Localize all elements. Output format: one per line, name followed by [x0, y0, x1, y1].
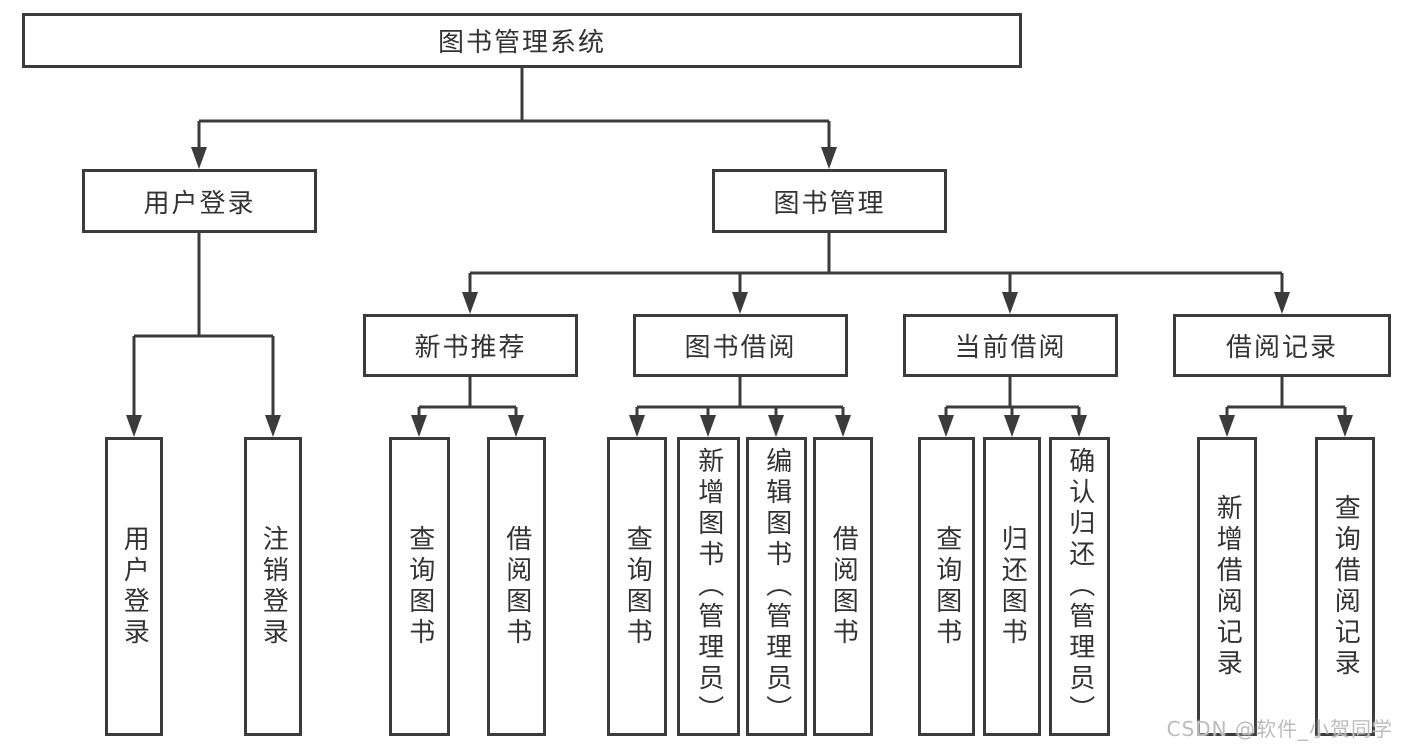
node-user-login: 用户登录 — [82, 169, 317, 233]
csdn-watermark: CSDN @软件_小贺同学 — [1166, 717, 1393, 741]
leaf-logout: 注销登录 — [244, 437, 302, 736]
node-book-management: 图书管理 — [712, 169, 947, 233]
leaf-add-books-admin: 新增图书（管理员） — [677, 437, 740, 736]
leaf-user-login: 用户登录 — [105, 437, 163, 736]
node-borrowing-records: 借阅记录 — [1173, 314, 1391, 377]
leaf-edit-books-admin: 编辑图书（管理员） — [746, 437, 807, 736]
node-new-book-recommend: 新书推荐 — [363, 314, 578, 377]
leaf-query-books-3: 查询图书 — [918, 437, 975, 736]
leaf-return-books: 归还图书 — [983, 437, 1041, 736]
leaf-borrow-books-2: 借阅图书 — [813, 437, 873, 736]
leaf-confirm-return-admin: 确认归还（管理员） — [1049, 437, 1110, 736]
node-current-borrowing: 当前借阅 — [903, 314, 1118, 377]
node-root-system: 图书管理系统 — [22, 13, 1022, 68]
node-book-borrowing: 图书借阅 — [633, 314, 848, 377]
leaf-add-borrow-record: 新增借阅记录 — [1197, 437, 1257, 736]
leaf-query-borrow-record: 查询借阅记录 — [1315, 437, 1375, 736]
leaf-borrow-books-1: 借阅图书 — [487, 437, 546, 736]
leaf-query-books-2: 查询图书 — [607, 437, 667, 736]
leaf-query-books-1: 查询图书 — [389, 437, 450, 736]
